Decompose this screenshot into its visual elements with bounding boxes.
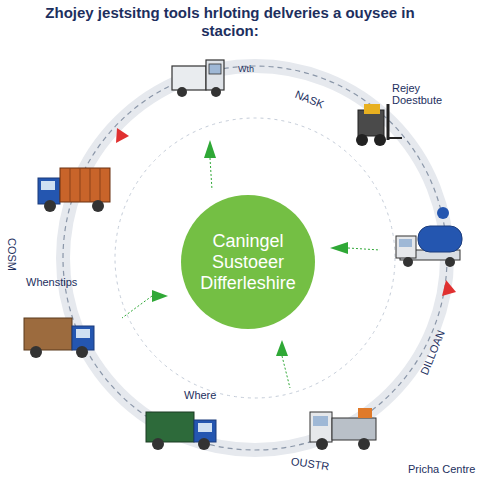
ring-band <box>63 66 447 450</box>
ring-label: OUSTR <box>290 455 330 472</box>
ring-dashes <box>63 66 447 450</box>
ring-label: Whenstips <box>26 276 77 288</box>
arrow-shaft <box>122 296 152 318</box>
node-text: Caningel Sustoeer Differleshire <box>189 231 307 294</box>
ring-label: Where <box>184 389 216 401</box>
center-circle: Caningel Sustoeer Differleshire <box>180 194 316 330</box>
diagram-title: Zhojey jestsitng tools hrloting delverie… <box>30 4 430 40</box>
cargo-truck-icon <box>24 318 94 358</box>
green-arrow <box>276 340 288 356</box>
arrow-shaft <box>282 356 290 388</box>
truck-icon <box>172 60 224 97</box>
tank-truck-icon <box>396 226 462 267</box>
forklift-icon <box>356 104 402 146</box>
green-arrow <box>330 242 348 254</box>
circle-shape <box>181 195 315 329</box>
truck-icon <box>146 412 216 450</box>
ring-label: Rejey Doestbute <box>392 82 462 106</box>
container-truck-icon <box>38 168 110 212</box>
ring-label: COSM <box>6 238 18 271</box>
ring-marker <box>442 280 456 296</box>
inner-ring <box>115 118 395 398</box>
ring-label: Wth <box>238 64 254 74</box>
tanker-truck-icon <box>310 408 376 450</box>
arrow-shaft <box>210 158 212 190</box>
ring-dot <box>437 207 449 219</box>
green-arrow <box>152 290 168 302</box>
green-arrow <box>204 140 216 158</box>
ring-marker <box>116 128 129 143</box>
ring-label: Pricha Centre <box>408 463 475 475</box>
arrow-shaft <box>348 248 380 250</box>
ring-label: NASK <box>294 88 326 110</box>
